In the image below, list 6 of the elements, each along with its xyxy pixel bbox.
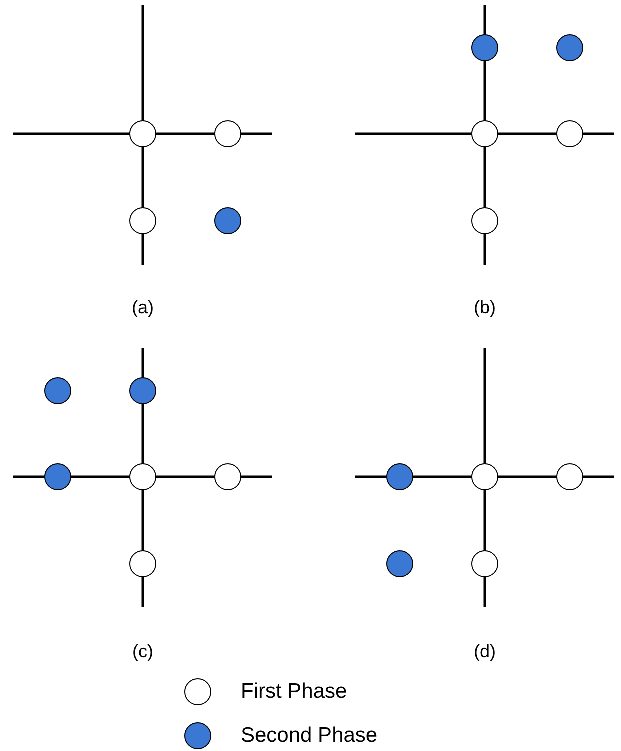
panel-label: (c) [132,642,154,662]
panel-label: (b) [474,298,496,318]
panel-label: (d) [474,642,496,662]
panel-label: (a) [132,298,154,318]
legend-text: First Phase [241,680,348,704]
legend-text: Second Phase [241,724,378,748]
